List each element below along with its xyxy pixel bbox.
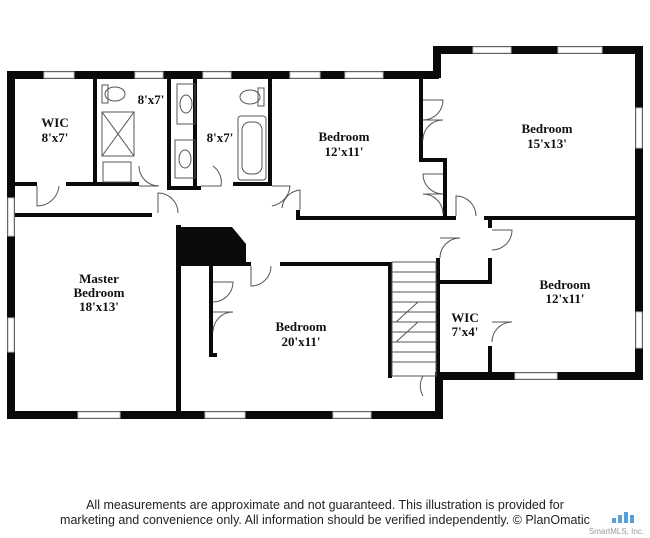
bedroom-ne-size: 15'x13': [527, 136, 567, 151]
bedroom-e-size: 12'x11': [545, 291, 584, 306]
bath-1-size: 8'x7': [138, 92, 165, 107]
disclaimer-line-2: marketing and convenience only. All info…: [60, 513, 590, 527]
disclaimer-line-1: All measurements are approximate and not…: [86, 498, 564, 512]
bedroom-mid-label: Bedroom: [318, 129, 369, 144]
brand-logo-icon: [612, 511, 638, 523]
wic-small-label: WIC: [451, 310, 478, 325]
bedroom-mid-size: 12'x11': [324, 144, 363, 159]
master-bedroom-size: 18'x13': [79, 299, 119, 314]
wic-master-label: WIC: [41, 115, 68, 130]
bath-2-size: 8'x7': [207, 130, 234, 145]
bedroom-center-size: 20'x11': [281, 334, 320, 349]
bedroom-center-label: Bedroom: [275, 319, 326, 334]
staircase: [391, 261, 437, 377]
door-swings: [36, 99, 513, 397]
bedroom-ne-label: Bedroom: [521, 121, 572, 136]
credit-text: SmartMLS, Inc.: [588, 527, 644, 536]
floor-plan: WIC 8'x7' 8'x7' 8'x7' Bedroom 12'x11' Be…: [7, 46, 643, 419]
bedroom-e-label: Bedroom: [539, 277, 590, 292]
master-bedroom-label-1: Master: [79, 271, 119, 286]
wic-small-size: 7'x4': [452, 324, 479, 339]
disclaimer: All measurements are approximate and not…: [40, 498, 610, 528]
chimney-block: [181, 227, 246, 264]
bathroom-fixtures: [101, 83, 267, 183]
windows: [7, 46, 643, 419]
master-bedroom-label-2: Bedroom: [73, 285, 124, 300]
wic-master-size: 8'x7': [42, 130, 69, 145]
